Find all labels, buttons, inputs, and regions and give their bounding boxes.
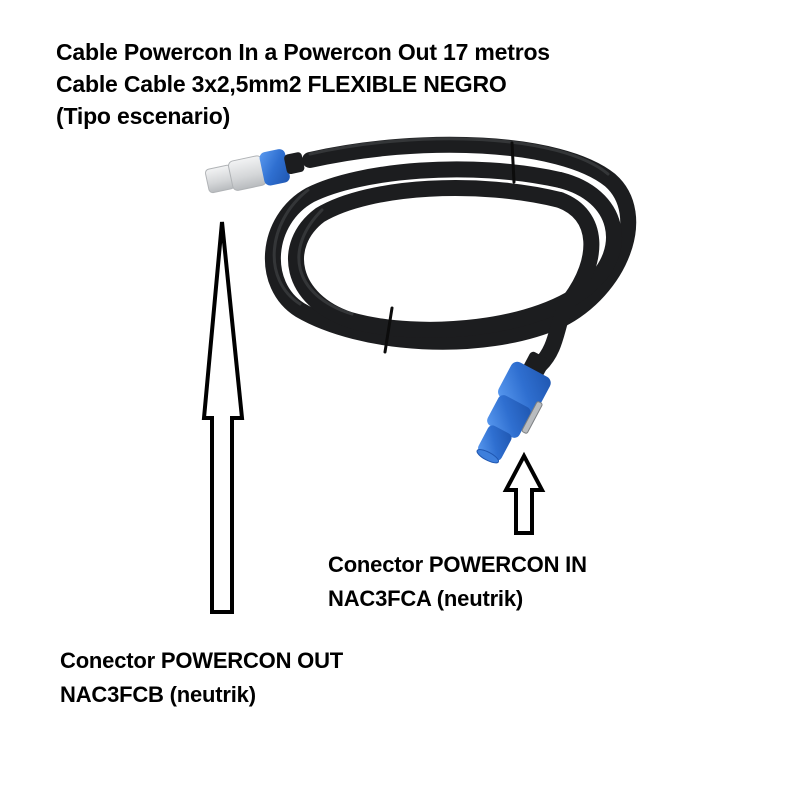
connector-out-name: Conector POWERCON OUT (60, 648, 344, 673)
arrow-up-out-icon (201, 221, 245, 614)
title-line-1: Cable Powercon In a Powercon Out 17 metr… (56, 39, 550, 65)
connector-out-model: NAC3FCB (neutrik) (60, 682, 256, 707)
connector-in-model: NAC3FCA (neutrik) (328, 586, 524, 611)
product-title: Cable Powercon In a Powercon Out 17 metr… (56, 36, 550, 132)
coiled-cable (264, 136, 637, 373)
connector-out-label: Conector POWERCON OUT NAC3FCB (neutrik) (60, 644, 343, 712)
connector-in-label: Conector POWERCON IN NAC3FCA (neutrik) (328, 548, 587, 616)
connector-in-name: Conector POWERCON IN (328, 552, 587, 577)
title-line-2: Cable Cable 3x2,5mm2 FLEXIBLE NEGRO (56, 71, 507, 97)
powercon-in-connector (476, 351, 551, 464)
title-line-3: (Tipo escenario) (56, 103, 231, 129)
powercon-out-connector (204, 149, 305, 194)
arrow-up-in-icon (502, 451, 546, 535)
